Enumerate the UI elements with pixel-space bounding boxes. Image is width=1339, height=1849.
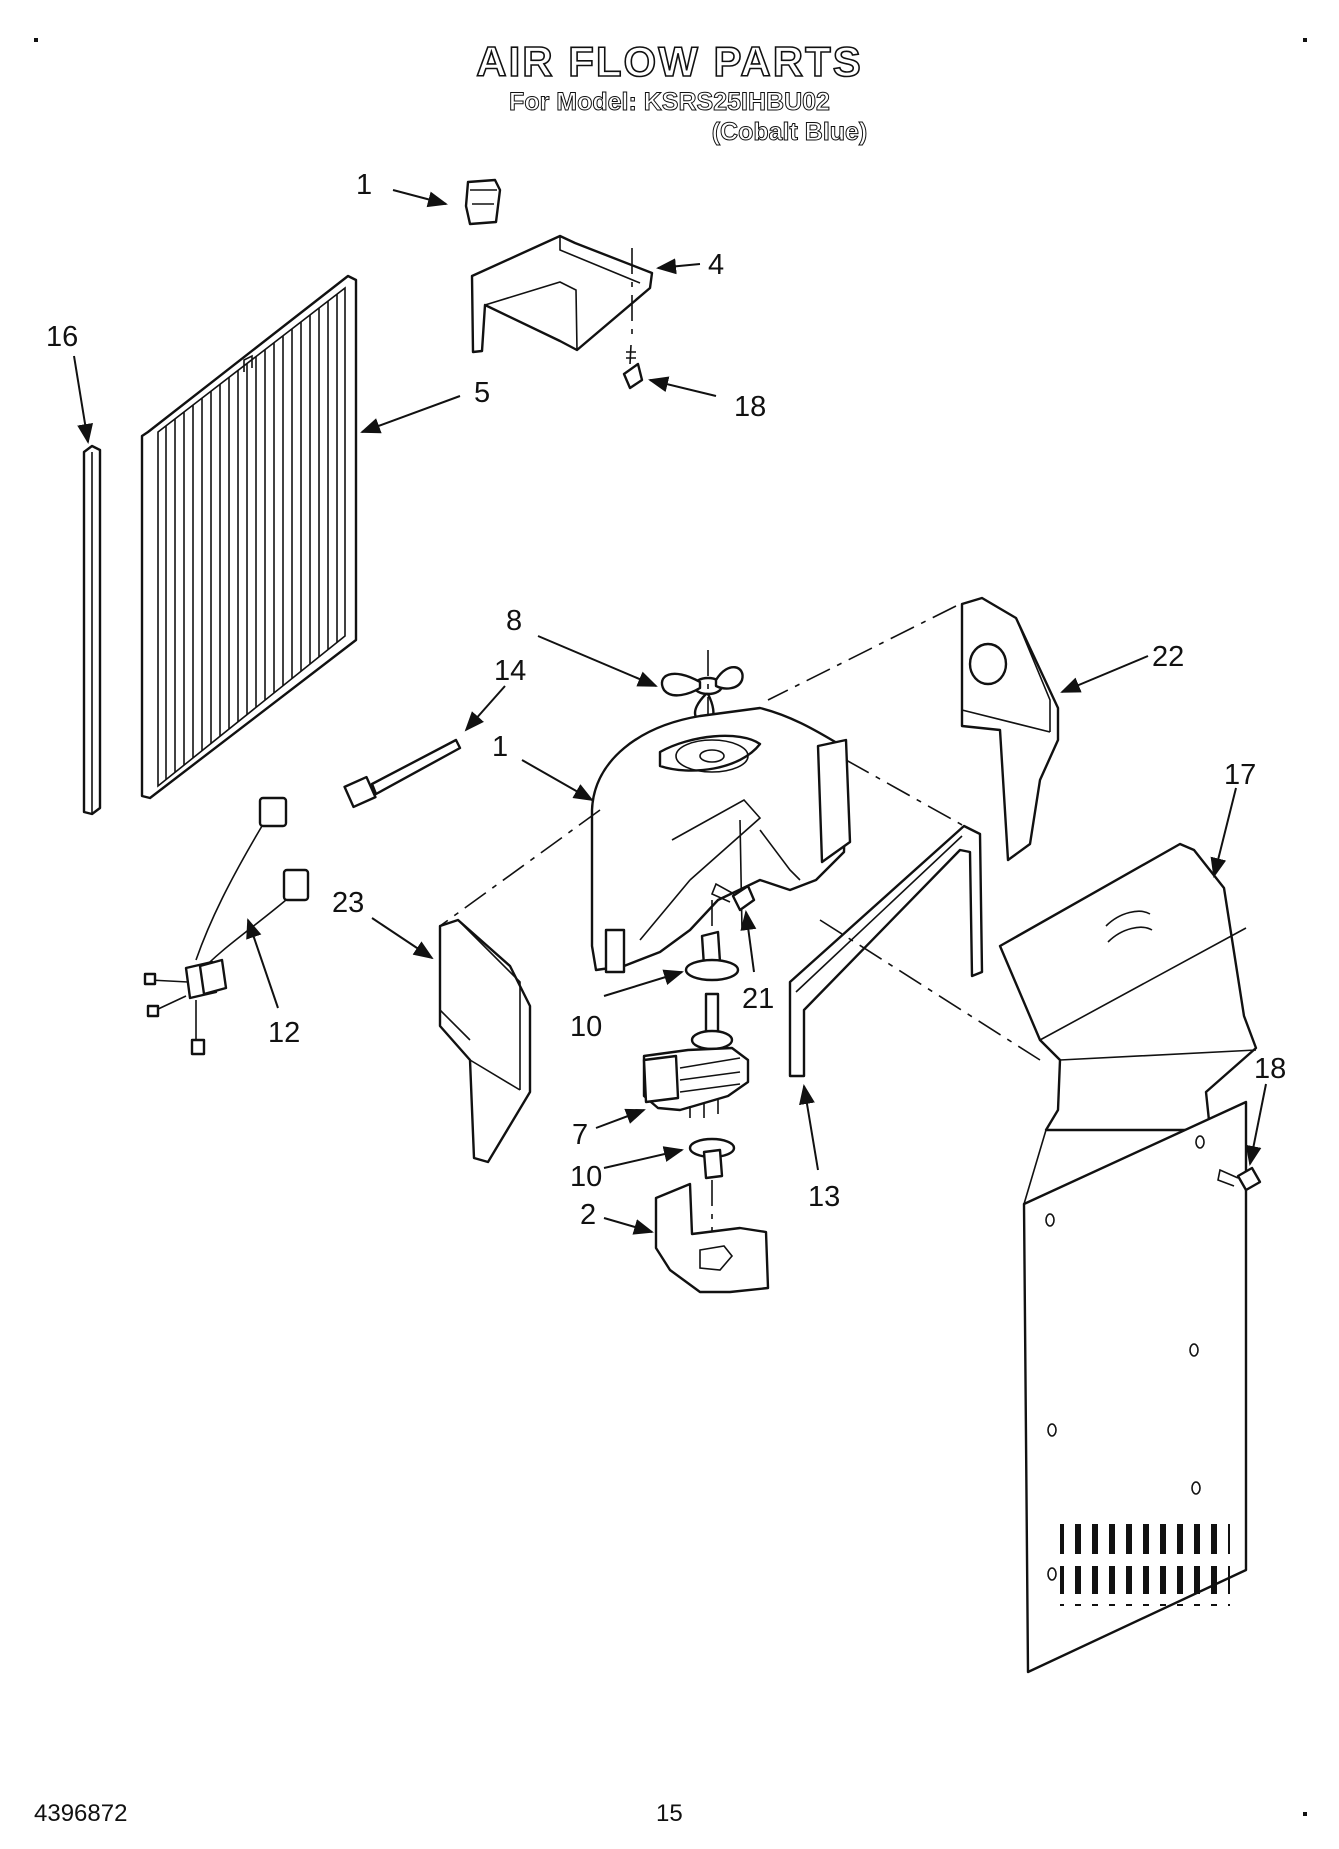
page-title: AIR FLOW PARTS <box>475 37 863 86</box>
document-number: 4396872 <box>34 1800 128 1827</box>
leader-23 <box>371 917 434 960</box>
leader-21 <box>740 910 757 973</box>
alignment-line-17 <box>819 919 1041 1061</box>
callout-14: 14 <box>494 655 526 687</box>
part-7-fan-motor <box>642 992 750 1118</box>
callout-10-upper: 10 <box>570 1011 602 1043</box>
callout-7: 7 <box>572 1119 588 1151</box>
leader-13 <box>799 1084 819 1171</box>
part-10-grommet-lower <box>688 1137 736 1244</box>
leader-10-upper <box>603 969 684 997</box>
part-4-duct-cover <box>470 234 654 354</box>
part-2-motor-bracket <box>654 1182 770 1294</box>
corner-mark-top-right <box>1303 38 1307 42</box>
part-13-u-seal <box>788 824 984 1078</box>
leader-1 <box>521 759 594 801</box>
callout-2: 2 <box>580 1199 596 1231</box>
leader-10-lower <box>603 1146 684 1169</box>
alignment-line-22-lower <box>845 759 965 827</box>
callout-5: 5 <box>474 377 490 409</box>
callout-17: 17 <box>1224 759 1256 791</box>
callout-18-top: 18 <box>734 391 766 423</box>
callout-13: 13 <box>808 1181 840 1213</box>
part-10-grommet-upper <box>684 930 740 982</box>
part-18-screw-right <box>1217 1166 1262 1192</box>
model-line: For Model: KSRS25IHBU02 <box>509 88 831 117</box>
color-line: (Cobalt Blue) <box>711 118 868 147</box>
callout-23: 23 <box>332 887 364 919</box>
part-23-side-panel <box>438 918 532 1164</box>
corner-mark-top-left <box>34 38 38 42</box>
corner-mark-bottom-right <box>1303 1812 1307 1816</box>
callout-12: 12 <box>268 1017 300 1049</box>
leader-12 <box>246 918 279 1009</box>
part-5-evaporator-cover <box>140 274 358 800</box>
callout-22: 22 <box>1152 641 1184 673</box>
leader-14 <box>464 685 506 732</box>
part-3-clip <box>464 178 502 226</box>
leader-4 <box>656 258 701 275</box>
part-22-side-panel <box>960 596 1060 862</box>
leader-22 <box>1060 655 1149 693</box>
leader-5 <box>360 395 461 434</box>
callout-8: 8 <box>506 605 522 637</box>
callout-21: 21 <box>742 983 774 1015</box>
part-1-fan-housing <box>590 706 852 974</box>
part-17-rear-duct-panel <box>998 842 1258 1674</box>
callout-10-lower: 10 <box>570 1161 602 1193</box>
leader-7 <box>595 1108 646 1129</box>
part-16-seal-strip <box>82 444 102 816</box>
part-12-wiring-harness <box>143 796 310 1056</box>
part-21-screw <box>710 882 756 912</box>
callout-1: 1 <box>492 731 508 763</box>
alignment-line-22 <box>767 605 957 701</box>
callout-18-right: 18 <box>1254 1053 1286 1085</box>
leader-16 <box>73 355 94 444</box>
callout-16: 16 <box>46 321 78 353</box>
part-18-screw-top <box>622 344 644 390</box>
leader-18-right <box>1245 1083 1267 1166</box>
part-14-wire-tie <box>343 738 462 809</box>
leader-8 <box>537 635 658 687</box>
callout-3: 1 <box>356 169 372 201</box>
leader-2 <box>603 1217 654 1235</box>
leader-17 <box>1210 787 1237 878</box>
page-number: 15 <box>656 1800 683 1827</box>
callout-4: 4 <box>708 249 724 281</box>
leader-3 <box>392 189 448 208</box>
leader-18-top <box>648 376 717 397</box>
alignment-line-23 <box>439 809 601 927</box>
